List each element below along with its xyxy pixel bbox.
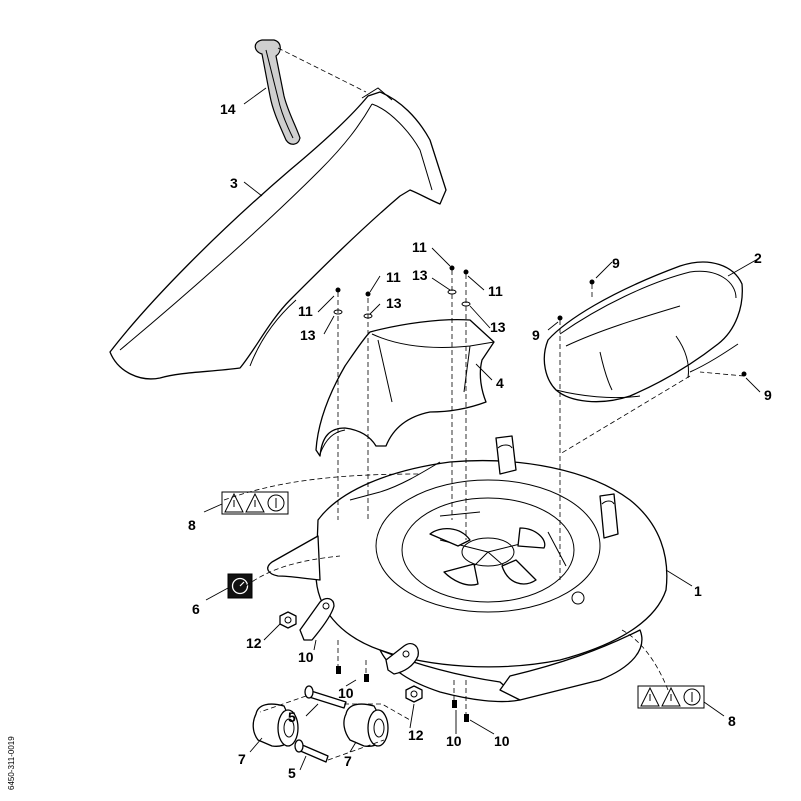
callout-9b: 9 <box>532 327 540 343</box>
callout-5b: 5 <box>288 765 296 781</box>
callout-5a: 5 <box>288 709 296 725</box>
callout-9c: 9 <box>764 387 772 403</box>
fasteners-9 <box>557 279 747 377</box>
part-3-chute <box>109 87 447 380</box>
callout-11d: 11 <box>386 269 401 285</box>
callout-14: 14 <box>220 101 236 117</box>
part-10-bracket-right <box>385 642 419 675</box>
part-4-deflector <box>315 318 495 457</box>
part-10-bracket-left <box>299 597 335 641</box>
part-12-nuts <box>279 611 423 703</box>
callout-7a: 7 <box>238 751 246 767</box>
callout-10d: 10 <box>494 733 510 749</box>
callout-12a: 12 <box>246 635 262 651</box>
callout-13a: 13 <box>412 267 428 283</box>
callout-3: 3 <box>230 175 238 191</box>
part-14-handle-bar <box>254 39 301 145</box>
part-5-axle-bolts <box>294 685 347 763</box>
part-10-bolts <box>336 666 469 722</box>
part-6-label <box>227 573 253 599</box>
callout-13c: 13 <box>300 327 316 343</box>
callout-11b: 11 <box>488 283 503 299</box>
callout-11a: 11 <box>412 239 427 255</box>
callout-13b: 13 <box>386 295 402 311</box>
part-8-warning-label-upper <box>221 491 289 515</box>
callout-2: 2 <box>754 250 762 266</box>
assembly-lines <box>223 47 745 761</box>
callout-10c: 10 <box>446 733 462 749</box>
drawing-code: 6450-311-0019 <box>7 736 16 790</box>
callout-10a: 10 <box>298 649 314 665</box>
callout-6: 6 <box>192 601 200 617</box>
callout-8a: 8 <box>188 517 196 533</box>
part-8-warning-label-lower <box>637 685 705 709</box>
callout-13d: 13 <box>490 319 506 335</box>
callout-1: 1 <box>694 583 702 599</box>
callout-9a: 9 <box>612 255 620 271</box>
leader-lines <box>203 87 761 771</box>
callout-8b: 8 <box>728 713 736 729</box>
part-7-wheel-right <box>343 703 389 747</box>
callout-11c: 11 <box>298 303 313 319</box>
callout-7b: 7 <box>344 753 352 769</box>
fasteners-11-13 <box>333 265 471 319</box>
callout-12b: 12 <box>408 727 424 743</box>
callouts: 14 3 2 9 9 9 4 11 11 11 11 13 13 13 13 1… <box>188 101 772 781</box>
callout-4: 4 <box>496 375 504 391</box>
part-2-belt-cover <box>543 261 743 403</box>
part-1-mower-deck <box>267 435 668 703</box>
part-7-wheel-left <box>252 703 299 747</box>
callout-10b: 10 <box>338 685 354 701</box>
